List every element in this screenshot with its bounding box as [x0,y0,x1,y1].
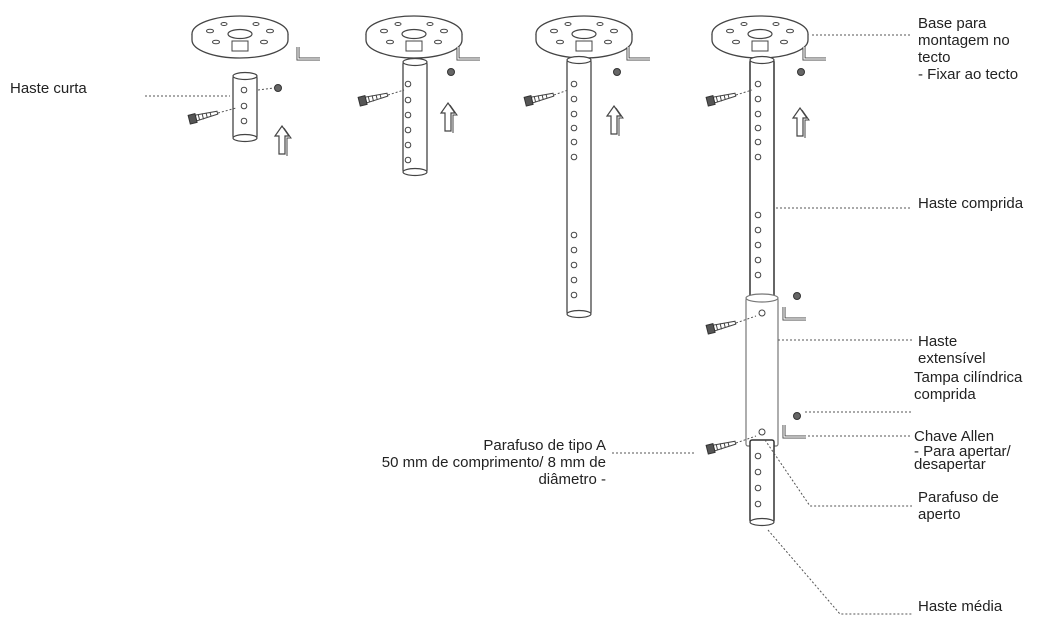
leader-lines [145,34,912,615]
label-haste-extensivel: Haste extensível [918,333,986,367]
label-parafuso-tipo-a: Parafuso de tipo A 50 mm de comprimento/… [382,437,606,488]
assembly-pole-3 [523,15,652,319]
assembly-pole-2 [357,15,482,177]
label-diametro: diâmetro - [538,471,606,488]
label-fixar-ao-tecto: - Fixar ao tecto [918,66,1019,83]
label-tampa-cilindrica: Tampa cilíndrica comprida [914,369,1022,403]
label-chave-allen: Chave Allen - Para apertar/ desapertar [914,428,1011,473]
label-aperto: aperto [918,506,961,523]
label-desapertar: desapertar [914,456,986,473]
label-comprimento: 50 mm de comprimento/ 8 mm de [381,454,606,471]
label-tampa-cilindrica-line1: Tampa cilíndrica [914,369,1023,386]
label-parafuso-tipo-a-line1: Parafuso de tipo A [483,437,606,454]
label-montagem-no: montagem no [918,32,1010,49]
label-chave-allen-line1: Chave Allen [914,428,995,445]
label-parafuso-de: Parafuso de [918,489,999,506]
label-comprida: comprida [914,386,976,403]
label-tecto: tecto [918,49,951,66]
label-base-para: Base para [918,15,987,32]
label-haste-comprida: Haste comprida [918,195,1024,212]
label-parafuso-aperto: Parafuso de aperto [918,489,999,523]
label-extensivel: extensível [918,350,986,367]
label-haste-curta: Haste curta [10,80,87,97]
assembly-full [705,15,828,527]
label-haste: Haste [918,333,958,350]
label-base-montagem: Base para montagem no tecto - Fixar ao t… [918,15,1018,83]
assembly-short-pole [187,15,322,157]
label-haste-media: Haste média [918,598,1003,615]
label-para-apertar: - Para apertar/ [914,443,1011,460]
